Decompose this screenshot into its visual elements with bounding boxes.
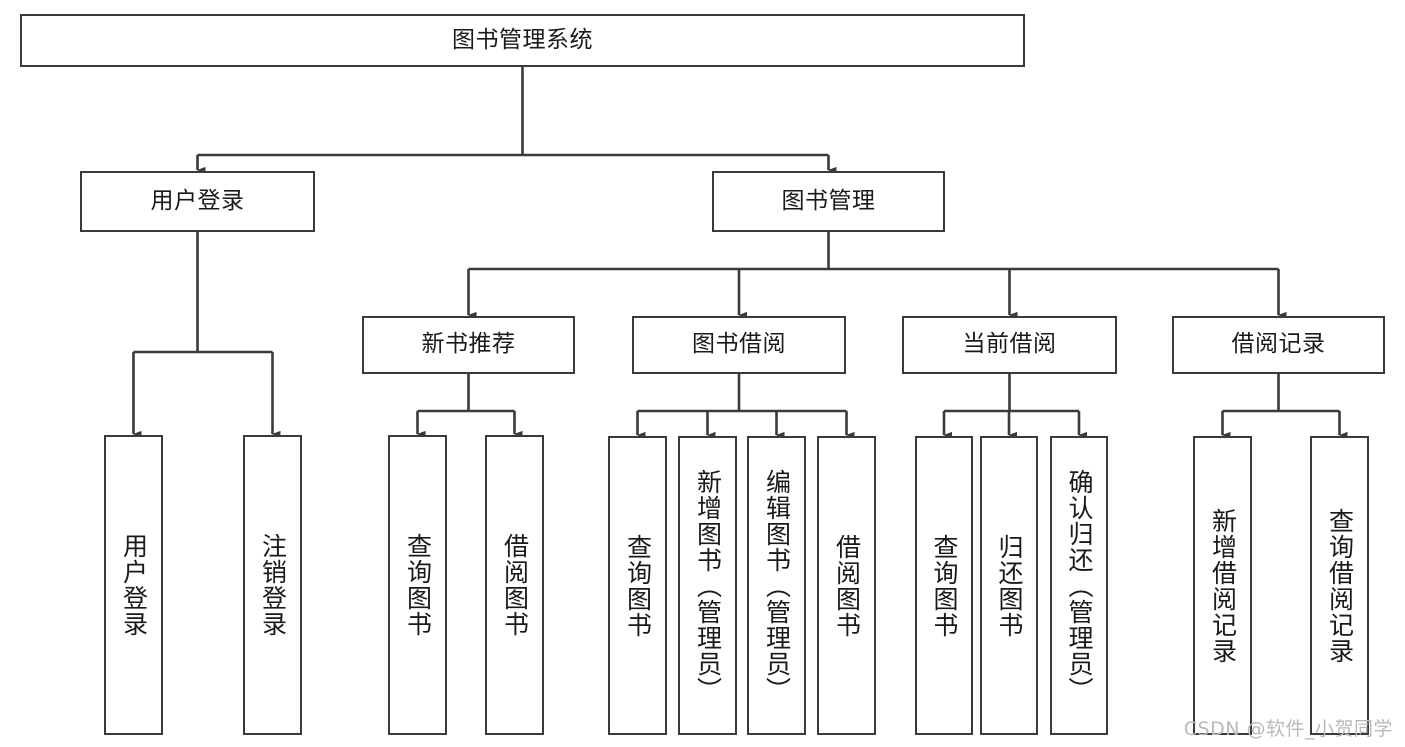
node-label: 图书管理 — [781, 187, 876, 214]
edge-bus-borrow-record — [1222, 374, 1340, 413]
node-label: 借阅图书 — [832, 533, 862, 638]
node-leaf-cb-confirm[interactable]: 确认归还（管理员） — [1050, 436, 1108, 735]
node-label: 查询图书 — [403, 533, 433, 637]
node-root[interactable]: 图书管理系统 — [20, 14, 1025, 67]
node-leaf-user-logout[interactable]: 注销登录 — [243, 435, 302, 735]
node-label: 借阅图书 — [500, 533, 530, 637]
node-leaf-bb-add[interactable]: 新增图书（管理员） — [678, 436, 737, 735]
node-book-mgmt[interactable]: 图书管理 — [712, 171, 945, 232]
edge-bus-book-mgmt — [468, 232, 1279, 271]
node-leaf-rec-borrow[interactable]: 借阅图书 — [485, 435, 544, 735]
node-label: 归还图书 — [995, 533, 1024, 638]
edge-bus-new-book-rec — [417, 374, 515, 413]
node-leaf-cb-return[interactable]: 归还图书 — [980, 436, 1038, 735]
node-label: 图书借阅 — [692, 331, 786, 358]
node-label: 查询图书 — [623, 533, 653, 638]
node-new-book-rec[interactable]: 新书推荐 — [362, 316, 575, 374]
node-label: 当前借阅 — [962, 331, 1057, 358]
edge-bus-book-borrow — [637, 374, 847, 413]
node-label: 用户登录 — [119, 533, 149, 637]
node-label: 新增借阅记录 — [1208, 507, 1238, 664]
node-label: 查询借阅记录 — [1325, 507, 1355, 664]
node-leaf-bb-query[interactable]: 查询图书 — [608, 436, 667, 735]
node-user-login[interactable]: 用户登录 — [80, 171, 315, 232]
node-leaf-user-login[interactable]: 用户登录 — [104, 435, 163, 735]
edge-bus-current-borrow — [944, 374, 1079, 413]
node-label: 借阅记录 — [1231, 331, 1326, 358]
node-label: 图书管理系统 — [452, 26, 593, 53]
node-leaf-bb-borrow[interactable]: 借阅图书 — [817, 436, 876, 735]
node-borrow-record[interactable]: 借阅记录 — [1172, 316, 1385, 374]
node-leaf-br-add[interactable]: 新增借阅记录 — [1193, 436, 1252, 735]
edge-bus-root — [197, 67, 829, 157]
node-label: 确认归还（管理员） — [1065, 468, 1094, 703]
node-book-borrow[interactable]: 图书借阅 — [632, 316, 846, 374]
node-label: 查询图书 — [930, 533, 959, 638]
node-label: 用户登录 — [150, 187, 245, 214]
node-leaf-rec-query[interactable]: 查询图书 — [388, 435, 447, 735]
watermark-text: CSDN @软件_小贺同学 — [1183, 718, 1393, 740]
node-leaf-bb-edit[interactable]: 编辑图书（管理员） — [747, 436, 806, 735]
node-label: 新书推荐 — [421, 331, 516, 358]
node-label: 编辑图书（管理员） — [762, 468, 792, 703]
node-label: 注销登录 — [258, 533, 288, 637]
node-current-borrow[interactable]: 当前借阅 — [902, 316, 1117, 374]
node-leaf-br-query[interactable]: 查询借阅记录 — [1310, 436, 1369, 735]
edge-bus-user-login — [133, 232, 273, 354]
node-label: 新增图书（管理员） — [693, 468, 723, 703]
node-leaf-cb-query[interactable]: 查询图书 — [915, 436, 973, 735]
